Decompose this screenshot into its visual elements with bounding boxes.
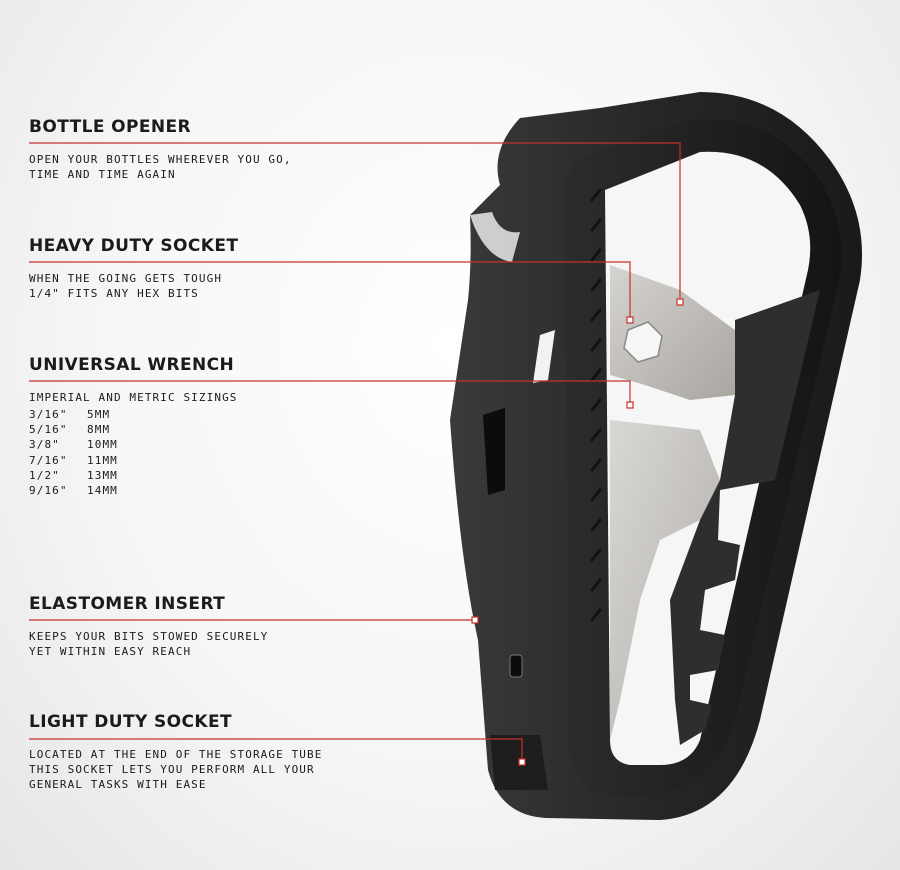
size-imperial: 3/8" — [29, 438, 60, 452]
callout-light — [29, 738, 523, 762]
storage-slot-upper — [533, 330, 555, 383]
wrench-teeth — [670, 290, 820, 745]
grip-grooves — [590, 188, 602, 622]
feature-description: WHEN THE GOING GETS TOUGH 1/4" FITS ANY … — [29, 272, 223, 300]
callout-bottle — [29, 142, 681, 302]
size-metric: 11MM — [87, 453, 118, 467]
feature-description: IMPERIAL AND METRIC SIZINGS — [29, 391, 238, 404]
hex-socket-hole — [623, 321, 663, 363]
size-imperial: 5/16" — [29, 423, 68, 437]
feature-description: OPEN YOUR BOTTLES WHEREVER YOU GO, TIME … — [29, 153, 292, 181]
feature-bottle-opener: BOTTLE OPENER OPEN YOUR BOTTLES WHEREVER… — [29, 117, 369, 182]
feature-light-duty-socket: LIGHT DUTY SOCKET LOCATED AT THE END OF … — [29, 712, 369, 792]
feature-title: HEAVY DUTY SOCKET — [29, 236, 239, 256]
wrench-plate — [610, 265, 735, 400]
feature-title: LIGHT DUTY SOCKET — [29, 712, 232, 732]
feature-universal-wrench: UNIVERSAL WRENCH IMPERIAL AND METRIC SIZ… — [29, 355, 369, 498]
feature-description: KEEPS YOUR BITS STOWED SECURELY YET WITH… — [29, 630, 269, 658]
size-row: 1/2" 13MM — [29, 468, 369, 483]
size-metric: 10MM — [87, 438, 118, 452]
marker-elastomer — [471, 616, 479, 624]
size-row: 7/16" 11MM — [29, 453, 369, 468]
bottle-opener-notch — [470, 212, 520, 262]
feature-elastomer-insert: ELASTOMER INSERT KEEPS YOUR BITS STOWED … — [29, 594, 369, 659]
size-imperial: 3/16" — [29, 408, 68, 421]
size-row: 3/16" 5MM — [29, 407, 369, 422]
wrench-size-table: 3/16" 5MM 5/16" 8MM 3/8" 10MM 7/16" 11MM… — [29, 407, 369, 498]
size-imperial: 1/2" — [29, 468, 60, 482]
size-metric: 13MM — [87, 468, 118, 482]
feature-title: UNIVERSAL WRENCH — [29, 355, 235, 375]
feature-title: ELASTOMER INSERT — [29, 594, 226, 614]
marker-light — [518, 758, 526, 766]
size-metric: 5MM — [87, 408, 111, 421]
size-imperial: 7/16" — [29, 453, 68, 467]
wrench-jaws — [610, 420, 720, 740]
feature-description: LOCATED AT THE END OF THE STORAGE TUBE T… — [29, 748, 323, 791]
feature-heavy-duty-socket: HEAVY DUTY SOCKET WHEN THE GOING GETS TO… — [29, 236, 369, 301]
size-row: 3/8" 10MM — [29, 437, 369, 452]
size-imperial: 9/16" — [29, 484, 68, 498]
callout-heavy — [29, 261, 631, 320]
size-metric: 14MM — [87, 484, 118, 498]
marker-bottle — [676, 298, 684, 306]
callout-wrench — [29, 380, 631, 405]
callout-markers — [471, 298, 684, 766]
size-row: 9/16" 14MM — [29, 483, 369, 498]
marker-wrench — [626, 401, 634, 409]
feature-title: BOTTLE OPENER — [29, 117, 192, 137]
storage-slot-mid — [483, 408, 505, 495]
size-row: 5/16" 8MM — [29, 422, 369, 437]
storage-slot-lower — [509, 654, 523, 678]
marker-heavy — [626, 316, 634, 324]
size-metric: 8MM — [87, 423, 111, 437]
callout-lines — [29, 142, 681, 762]
